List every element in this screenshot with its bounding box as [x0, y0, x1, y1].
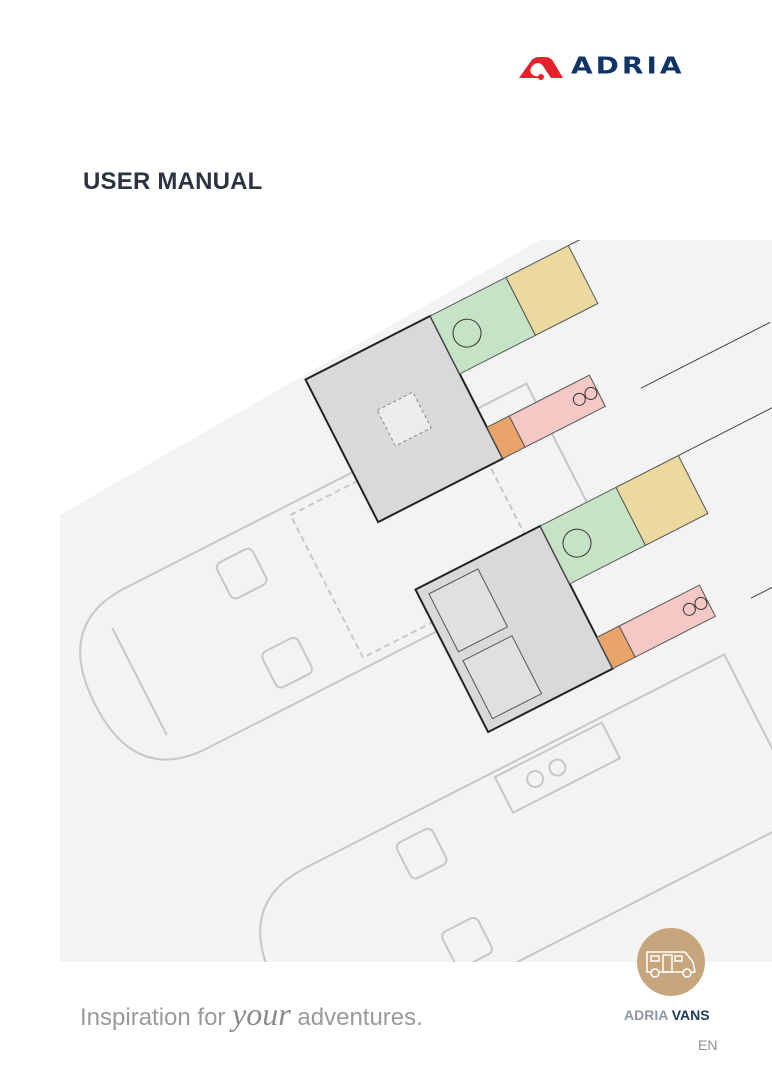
tagline-text-end: adventures. [290, 1004, 423, 1031]
tagline-text: Inspiration for [80, 1004, 233, 1031]
floorplan-illustration [60, 240, 772, 962]
camper-van-badge [637, 928, 705, 996]
product-line-label: ADRIA VANS [624, 1007, 710, 1023]
adria-logo: ADRIA [517, 52, 739, 82]
tagline-emphasis: your [232, 996, 291, 1032]
adria-logo-text: ADRIA [571, 52, 685, 80]
page-title: USER MANUAL [83, 168, 263, 195]
product-line-brand: ADRIA [624, 1007, 668, 1023]
adria-logo-mark-icon [519, 57, 563, 80]
language-code: EN [698, 1037, 718, 1053]
product-line-name: VANS [671, 1007, 710, 1023]
camper-van-icon [646, 951, 696, 978]
tagline: Inspiration for your adventures. [80, 996, 423, 1033]
